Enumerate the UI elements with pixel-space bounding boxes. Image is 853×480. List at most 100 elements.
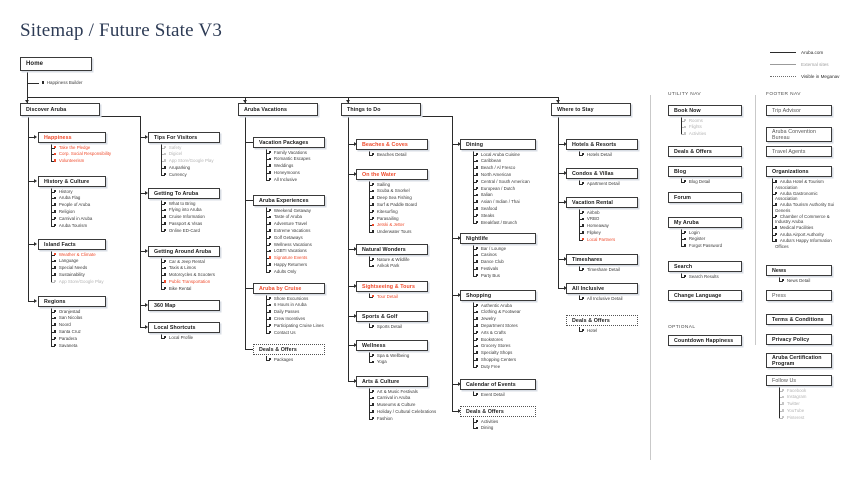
node-aruba-vacations[interactable]: Aruba Vacations xyxy=(238,103,318,116)
node-natural-wonders[interactable]: Natural Wonders xyxy=(356,244,428,255)
leaf-item[interactable]: Rooms xyxy=(684,118,703,124)
node-deals-offers[interactable]: Deals & Offers xyxy=(668,146,742,157)
leaf-item[interactable]: Login xyxy=(684,230,700,236)
node-sports-golf[interactable]: Sports & Golf xyxy=(356,311,428,322)
leaf-item[interactable]: Holiday / Cultural Celebrations xyxy=(372,409,436,415)
node-deals-offers[interactable]: Deals & Offers xyxy=(460,406,536,417)
leaf-item[interactable]: Happiness Builder xyxy=(42,80,83,86)
leaf-item[interactable]: 6 Hours in Aruba xyxy=(269,302,307,308)
leaf-item[interactable]: App Store/Google Play xyxy=(164,158,214,164)
leaf-item[interactable]: Instagram xyxy=(782,394,806,400)
leaf-item[interactable]: Weekend Getaway xyxy=(269,208,311,214)
node-condos-villas[interactable]: Condos & Villas xyxy=(566,168,638,179)
leaf-item[interactable]: Seafood xyxy=(476,206,497,212)
leaf-item[interactable]: Special Needs xyxy=(54,265,87,271)
leaf-item[interactable]: Wellness Vacations xyxy=(269,242,312,248)
leaf-item[interactable]: Aruba Gastronomic Association xyxy=(775,191,835,202)
leaf-item[interactable]: Aruba Flag xyxy=(54,195,80,201)
leaf-item[interactable]: Contact Us xyxy=(269,330,296,336)
node-island-facts[interactable]: Island Facts xyxy=(38,239,106,250)
leaf-item[interactable]: Pinterest xyxy=(782,415,804,421)
leaf-item[interactable]: Weddings xyxy=(269,163,293,169)
leaf-item[interactable]: App Store/Google Play xyxy=(54,279,104,285)
leaf-item[interactable]: Event Detail xyxy=(476,392,505,398)
leaf-item[interactable]: People of Aruba xyxy=(54,202,90,208)
leaf-item[interactable]: Aruba Tourism xyxy=(54,223,87,229)
leaf-item[interactable]: Packages xyxy=(269,357,293,363)
leaf-item[interactable]: Duty Free xyxy=(476,364,500,370)
node-deals-offers[interactable]: Deals & Offers xyxy=(566,315,638,326)
leaf-item[interactable]: Passport & Visas xyxy=(164,221,202,227)
leaf-item[interactable]: Activities xyxy=(476,419,498,425)
node-privacy-policy[interactable]: Privacy Policy xyxy=(766,334,832,345)
leaf-item[interactable]: All Inclusive Detail xyxy=(582,296,623,302)
node-shopping[interactable]: Shopping xyxy=(460,290,536,301)
node-timeshares[interactable]: Timeshares xyxy=(566,254,638,265)
leaf-item[interactable]: Oranjestad xyxy=(54,309,80,315)
leaf-item[interactable]: Fashion xyxy=(372,416,393,422)
leaf-item[interactable]: Tour Detail xyxy=(372,294,398,300)
leaf-item[interactable]: Local Partners xyxy=(582,237,615,243)
node-beaches-coves[interactable]: Beaches & Coves xyxy=(356,139,428,150)
leaf-item[interactable]: Noord xyxy=(54,322,71,328)
leaf-item[interactable]: Asian / Indian / Thai xyxy=(476,199,520,205)
node-nightlife[interactable]: Nightlife xyxy=(460,233,536,244)
leaf-item[interactable]: Central / South American xyxy=(476,179,530,185)
leaf-item[interactable]: Carnival in Aruba xyxy=(372,395,410,401)
leaf-item[interactable]: Beach / Al Fresco xyxy=(476,165,515,171)
leaf-item[interactable]: What to Bring xyxy=(164,201,196,207)
leaf-item[interactable]: Spa & Wellbeing xyxy=(372,353,409,359)
leaf-item[interactable]: Museums & Culture xyxy=(372,402,415,408)
leaf-item[interactable]: Jetski & Jetter xyxy=(372,222,404,228)
leaf-item[interactable]: Savaneta xyxy=(54,343,77,349)
leaf-item[interactable]: Arikok Park xyxy=(372,263,399,269)
node-book-now[interactable]: Book Now xyxy=(668,105,742,116)
leaf-item[interactable]: Language xyxy=(54,258,78,264)
leaf-item[interactable]: Underwater Tours xyxy=(372,229,411,235)
leaf-item[interactable]: News Detail xyxy=(782,278,810,284)
leaf-item[interactable]: Bar / Lounge xyxy=(476,246,506,252)
leaf-item[interactable]: Facebook xyxy=(782,388,806,394)
leaf-item[interactable]: Carnival in Aruba xyxy=(54,216,92,222)
leaf-item[interactable]: Safety xyxy=(164,145,181,151)
leaf-item[interactable]: Authentic Aruba xyxy=(476,303,512,309)
leaf-item[interactable]: European / Dutch xyxy=(476,186,515,192)
leaf-item[interactable]: Weather & Climate xyxy=(54,252,96,258)
node-vacation-rental[interactable]: Vacation Rental xyxy=(566,197,638,208)
leaf-item[interactable]: Public Transportation xyxy=(164,279,210,285)
node-on-the-water[interactable]: On the Water xyxy=(356,169,428,180)
leaf-item[interactable]: Online ED-Card xyxy=(164,228,200,234)
node-calendar-of-events[interactable]: Calendar of Events xyxy=(460,379,536,390)
leaf-item[interactable]: Nature & Wildlife xyxy=(372,257,410,263)
node-regions[interactable]: Regions xyxy=(38,296,106,307)
leaf-item[interactable]: Deep Sea Fishing xyxy=(372,195,412,201)
node-organizations[interactable]: Organizations xyxy=(766,166,832,177)
node-aruba-by-cruise[interactable]: Aruba by Cruise xyxy=(253,283,325,294)
leaf-item[interactable]: Local Profile xyxy=(164,335,193,341)
leaf-item[interactable]: Sports Detail xyxy=(372,324,402,330)
node-news[interactable]: News xyxy=(766,265,832,276)
leaf-item[interactable]: Party Bus xyxy=(476,273,500,279)
node-360-map[interactable]: 360 Map xyxy=(148,300,220,311)
node-trip-advisor[interactable]: Trip Advisor xyxy=(766,105,832,116)
leaf-item[interactable]: Specialty Shops xyxy=(476,350,512,356)
leaf-item[interactable]: Timeshare Detail xyxy=(582,267,620,273)
leaf-item[interactable]: Register xyxy=(684,236,705,242)
node-discover-aruba[interactable]: Discover Aruba xyxy=(20,103,100,116)
leaf-item[interactable]: Aruba's Happy Information Offices xyxy=(775,238,835,249)
leaf-item[interactable]: Scuba & Snorkel xyxy=(372,188,410,194)
leaf-item[interactable]: Breakfast / Brunch xyxy=(476,220,517,226)
node-things-to-do[interactable]: Things to Do xyxy=(341,103,421,116)
node-local-shortcuts[interactable]: Local Shortcuts xyxy=(148,322,220,333)
node-sightseeing-tours[interactable]: Sightseeing & Tours xyxy=(356,281,428,292)
leaf-item[interactable]: Forgot Password xyxy=(684,243,722,249)
leaf-item[interactable]: Sailing xyxy=(372,182,390,188)
leaf-item[interactable]: Arts & Crafts xyxy=(476,330,506,336)
leaf-item[interactable]: Aruba Hotel & Tourism Association xyxy=(775,179,835,190)
leaf-item[interactable]: Italian xyxy=(476,192,493,198)
leaf-item[interactable]: Happy Returners xyxy=(269,262,307,268)
node-terms-conditions[interactable]: Terms & Conditions xyxy=(766,314,832,325)
node-all-inclusive[interactable]: All Inclusive xyxy=(566,283,638,294)
leaf-item[interactable]: North American xyxy=(476,172,511,178)
leaf-item[interactable]: Digicel xyxy=(164,151,182,157)
